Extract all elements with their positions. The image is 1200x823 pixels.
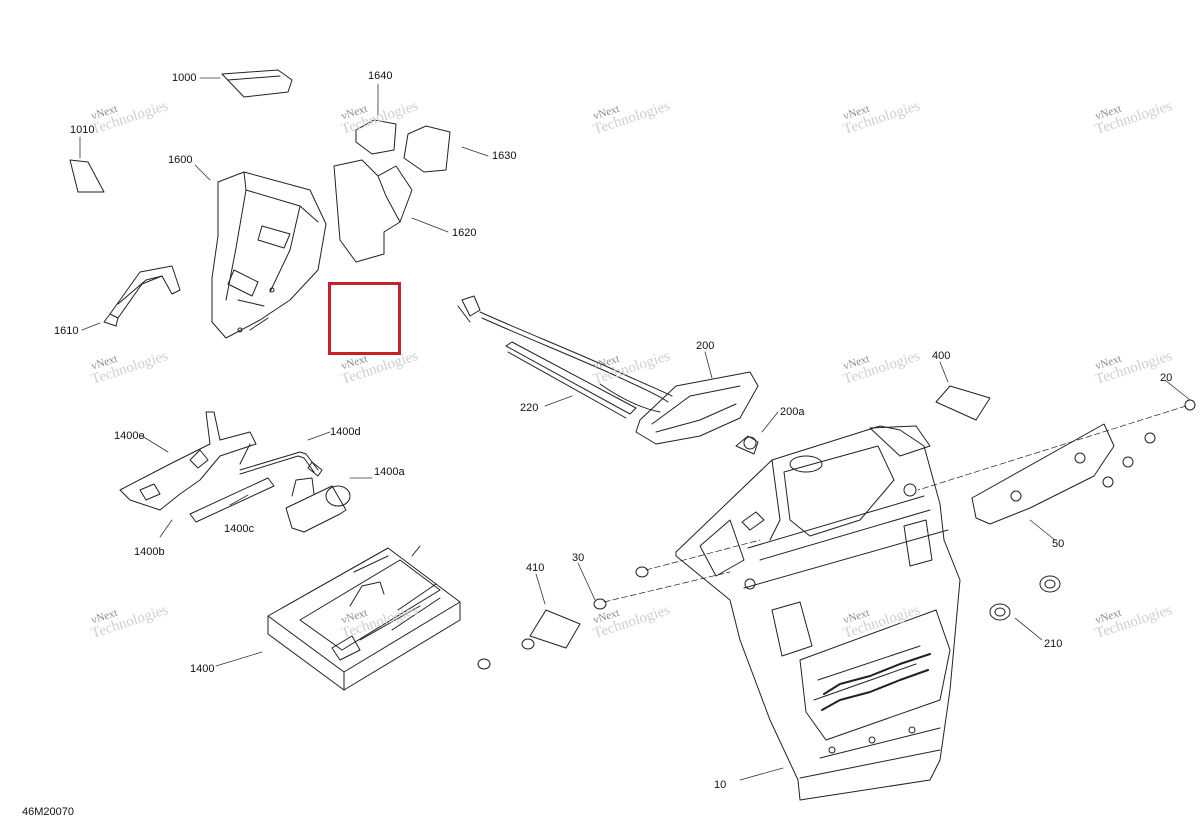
callout-1400a[interactable]: 1400a: [374, 466, 405, 478]
callout-1620[interactable]: 1620: [452, 227, 477, 239]
callout-200a[interactable]: 200a: [780, 406, 805, 418]
callout-50[interactable]: 50: [1052, 538, 1065, 550]
callout-1640[interactable]: 1640: [368, 70, 393, 82]
callout-10[interactable]: 10: [714, 779, 727, 791]
part-200a: [735, 435, 759, 455]
part-1000: [221, 69, 293, 98]
part-30: [477, 539, 761, 670]
part-410: [529, 609, 581, 649]
part-1640: [355, 119, 397, 155]
part-400: [935, 385, 991, 421]
selection-highlight-box[interactable]: [328, 282, 401, 355]
callout-1630[interactable]: 1630: [492, 150, 517, 162]
callout-220[interactable]: 220: [520, 402, 539, 414]
part-200: [457, 295, 759, 445]
part-1600: [211, 171, 327, 339]
leader-lines: [79, 77, 1191, 781]
callout-1010[interactable]: 1010: [70, 124, 95, 136]
callout-210[interactable]: 210: [1044, 638, 1063, 650]
diagram-reference-number: 46M20070: [22, 806, 74, 818]
part-1400a: [285, 477, 351, 533]
callout-1400d[interactable]: 1400d: [330, 426, 361, 438]
callout-1600[interactable]: 1600: [168, 154, 193, 166]
callout-1610[interactable]: 1610: [54, 325, 79, 337]
callout-1400b[interactable]: 1400b: [134, 546, 165, 558]
callout-1400[interactable]: 1400: [190, 663, 215, 675]
part-10: [675, 425, 961, 801]
part-1400: [267, 545, 461, 691]
part-1400d: [239, 451, 323, 477]
part-1630: [403, 125, 451, 173]
part-1010: [69, 159, 105, 193]
callout-1400c[interactable]: 1400c: [224, 523, 254, 535]
part-20: [917, 399, 1196, 491]
callout-400[interactable]: 400: [932, 350, 951, 362]
callout-1000[interactable]: 1000: [172, 72, 197, 84]
callout-410[interactable]: 410: [526, 562, 545, 574]
part-50: [971, 423, 1115, 525]
part-1400c: [189, 477, 275, 523]
callout-30[interactable]: 30: [572, 552, 585, 564]
part-1400e: [119, 411, 257, 511]
part-1620: [333, 159, 413, 263]
part-1610: [103, 265, 181, 327]
callout-1400e[interactable]: 1400e: [114, 430, 145, 442]
callout-200[interactable]: 200: [696, 340, 715, 352]
part-210: [989, 575, 1061, 621]
callout-20[interactable]: 20: [1160, 372, 1173, 384]
part-220: [505, 341, 637, 419]
